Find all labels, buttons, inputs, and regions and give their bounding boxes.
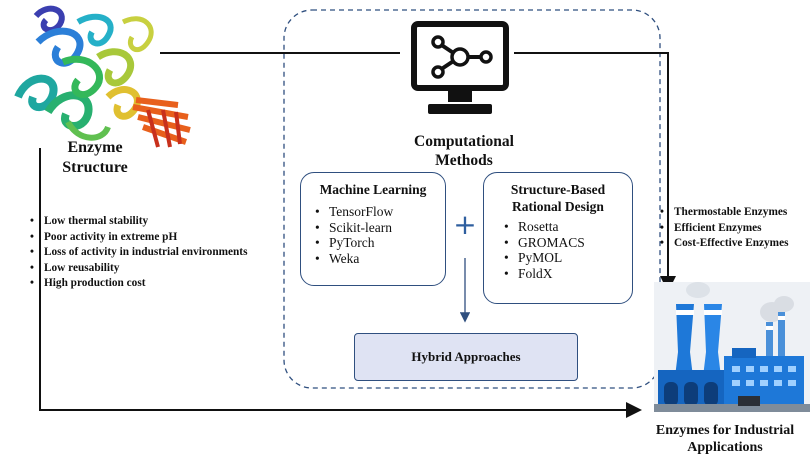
list-item: Low reusability xyxy=(30,261,280,277)
list-item: Cost-Effective Enzymes xyxy=(660,236,810,252)
structure-based-title: Structure-Based Rational Design xyxy=(484,181,632,215)
machine-learning-title: Machine Learning xyxy=(319,182,427,197)
list-item: FoldX xyxy=(504,266,632,282)
list-item: Poor activity in extreme pH xyxy=(30,230,280,246)
machine-learning-box: Machine Learning TensorFlow Scikit-learn… xyxy=(300,172,446,286)
list-item: GROMACS xyxy=(504,235,632,251)
computational-title-line2: Methods xyxy=(435,152,493,169)
industrial-applications-title: Enzymes for Industrial Applications xyxy=(640,422,810,456)
list-item: Loss of activity in industrial environme… xyxy=(30,245,280,261)
list-item: PyTorch xyxy=(315,235,445,251)
plus-symbol: + xyxy=(453,208,477,241)
computational-title-line1: Computational xyxy=(414,133,514,150)
list-item: Rosetta xyxy=(504,219,632,235)
structure-based-tools: Rosetta GROMACS PyMOL FoldX xyxy=(504,219,632,281)
list-item: Efficient Enzymes xyxy=(660,221,810,237)
enzyme-structure-title: Enzyme Structure xyxy=(40,138,150,178)
outcomes-list: Thermostable Enzymes Efficient Enzymes C… xyxy=(660,205,810,252)
enzyme-title-line2: Structure xyxy=(62,159,128,176)
hybrid-approaches-label: Hybrid Approaches xyxy=(411,349,521,364)
machine-learning-tools: TensorFlow Scikit-learn PyTorch Weka xyxy=(315,204,445,266)
industrial-title-line1: Enzymes for Industrial xyxy=(655,423,795,438)
list-item: High production cost xyxy=(30,276,280,292)
list-item: Scikit-learn xyxy=(315,220,445,236)
enzyme-title-line1: Enzyme xyxy=(67,139,123,156)
protein-structure-image xyxy=(14,5,191,148)
factory-image xyxy=(654,282,810,412)
list-item: TensorFlow xyxy=(315,204,445,220)
computational-methods-container xyxy=(283,9,661,389)
hybrid-approaches-box: Hybrid Approaches xyxy=(354,333,578,381)
computational-methods-title: Computational Methods xyxy=(390,132,538,170)
list-item: Low thermal stability xyxy=(30,214,280,230)
structure-based-title-line2: Rational Design xyxy=(512,199,604,214)
list-item: Thermostable Enzymes xyxy=(660,205,810,221)
structure-based-title-line1: Structure-Based xyxy=(510,182,606,197)
industrial-title-line2: Applications xyxy=(687,440,763,455)
structure-based-design-box: Structure-Based Rational Design Rosetta … xyxy=(483,172,633,304)
list-item: PyMOL xyxy=(504,250,632,266)
computer-network-icon xyxy=(411,21,509,114)
list-item: Weka xyxy=(315,251,445,267)
enzyme-problems-list: Low thermal stability Poor activity in e… xyxy=(30,214,280,292)
